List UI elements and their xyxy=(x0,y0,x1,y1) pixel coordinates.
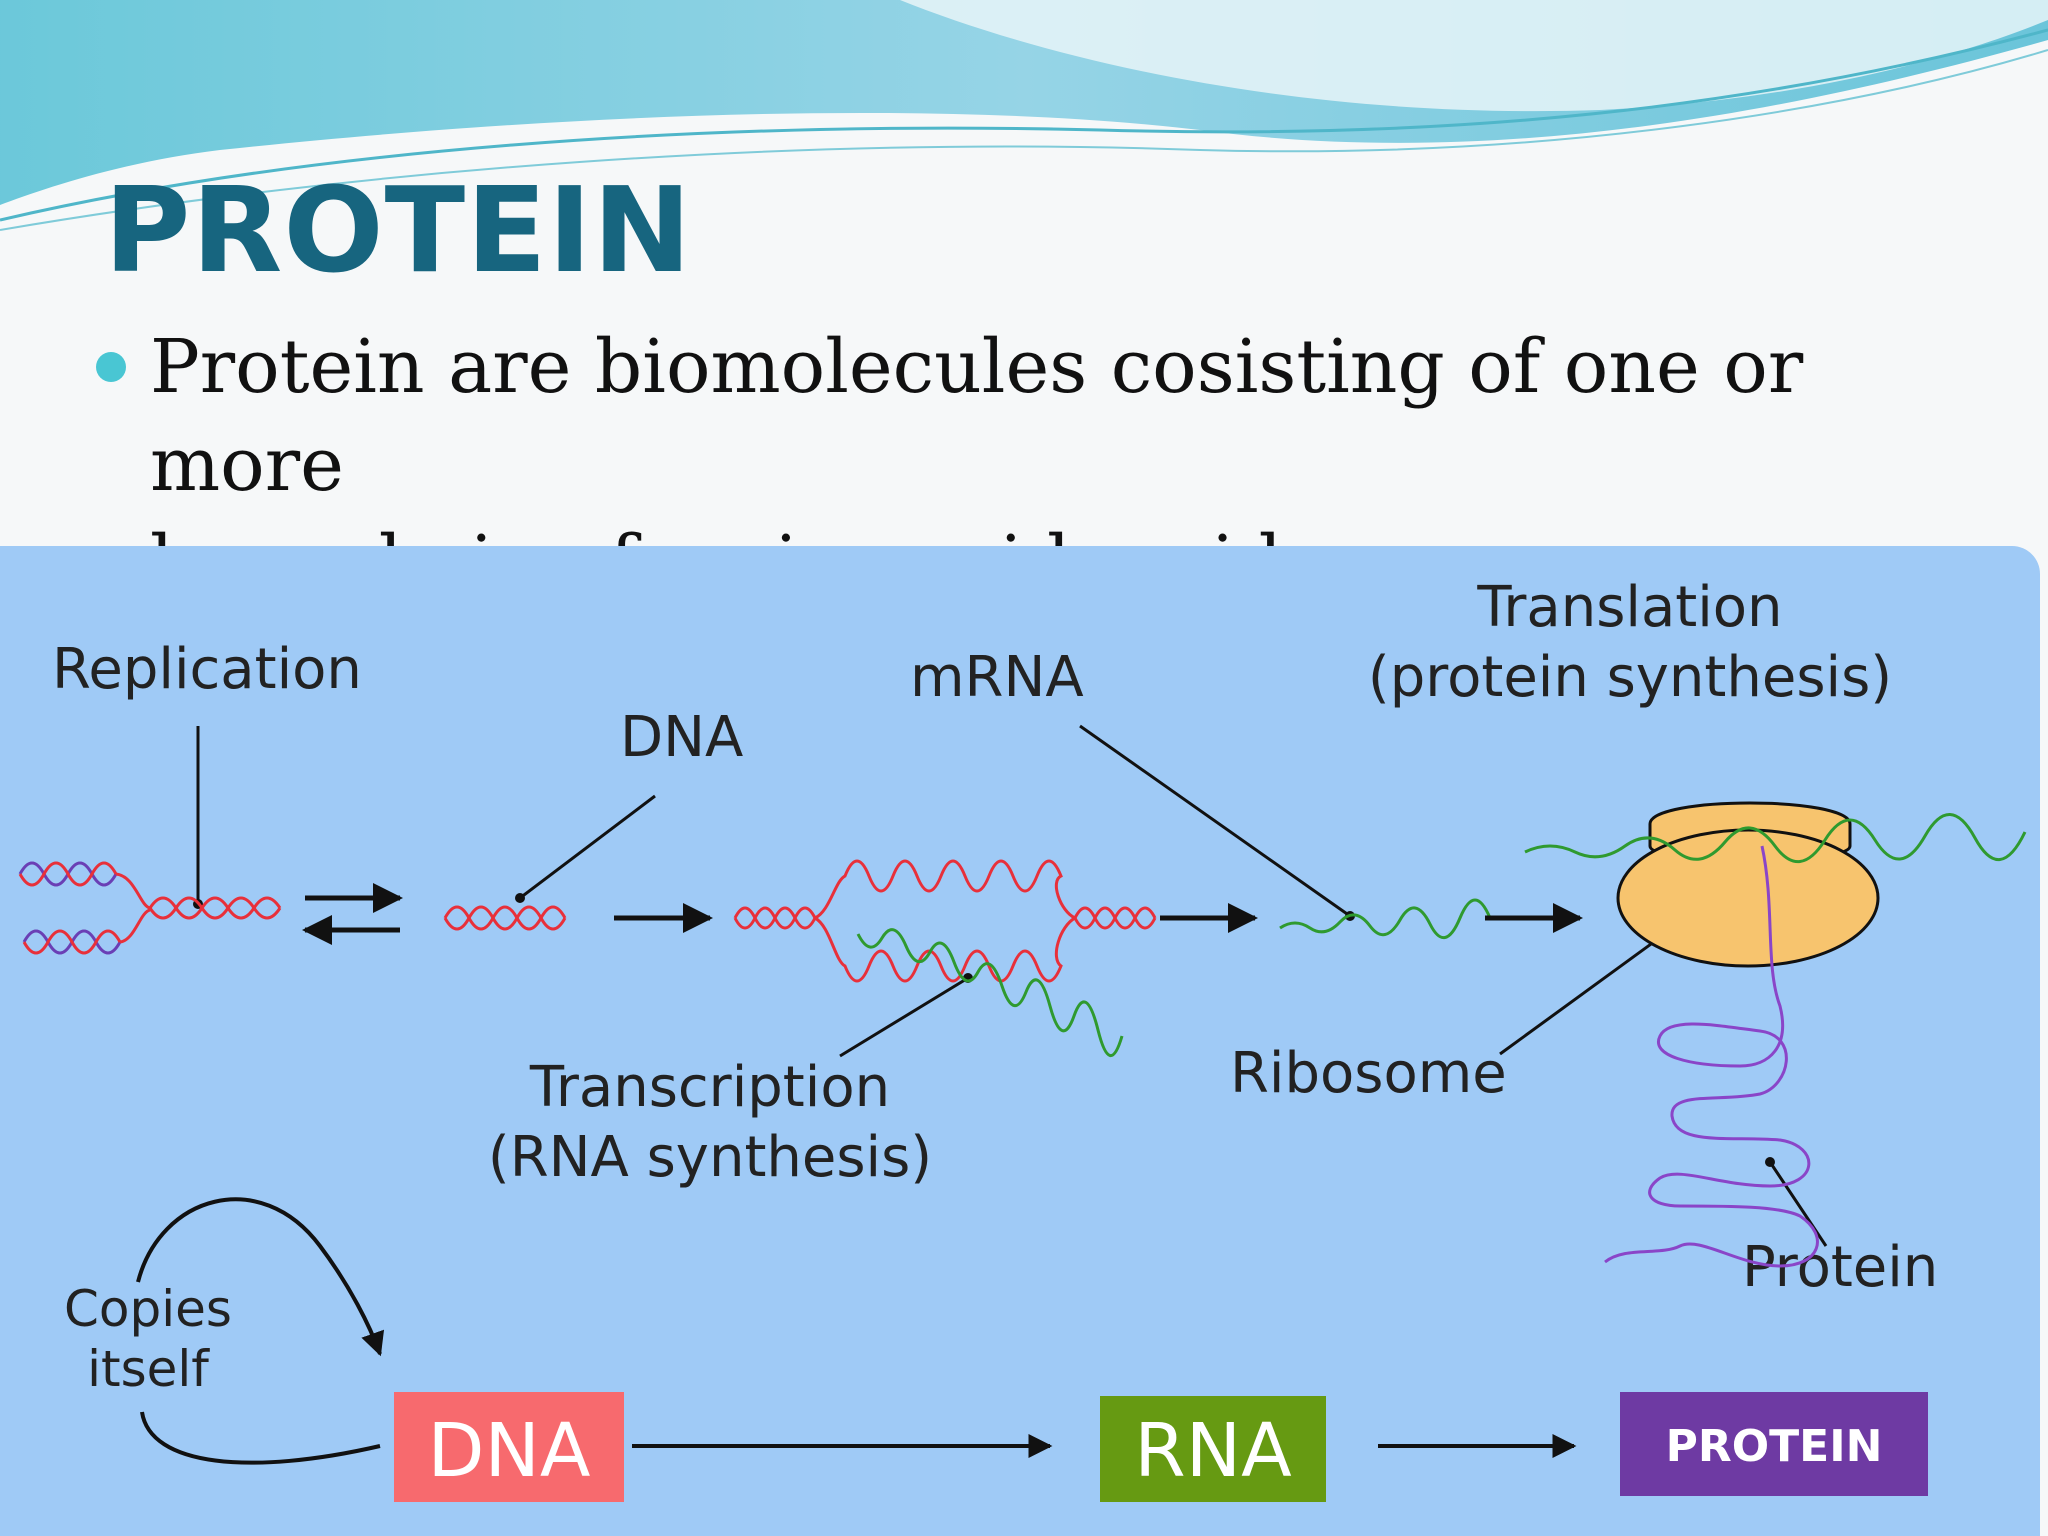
dna-box xyxy=(394,1392,624,1502)
copies-itself-arrow-bottom xyxy=(140,1411,381,1465)
rna-box xyxy=(1100,1396,1326,1502)
replication-dna-helix xyxy=(18,861,282,955)
leader-protein xyxy=(1768,1161,1828,1247)
mrna-strand xyxy=(1279,898,1492,939)
protein-chain xyxy=(1604,845,1819,1268)
label-replication: Replication xyxy=(52,637,362,702)
leader-protein-dot xyxy=(1765,1157,1775,1167)
label-mrna: mRNA xyxy=(910,645,1084,710)
bullet-icon xyxy=(96,352,126,382)
leader-mrna xyxy=(1079,724,1351,918)
label-dna: DNA xyxy=(620,705,743,770)
label-translation: Translation xyxy=(1476,575,1782,640)
diagram-panel: Replication DNA mRNA Translation (protei… xyxy=(0,546,2040,1536)
label-protein-synthesis: (protein synthesis) xyxy=(1368,645,1892,710)
label-copies: Copies xyxy=(64,1280,232,1338)
ribosome xyxy=(1524,801,2027,968)
leader-transcription xyxy=(839,976,969,1058)
label-transcription: Transcription xyxy=(529,1055,890,1120)
dna-box-label: DNA xyxy=(428,1408,591,1494)
label-ribosome: Ribosome xyxy=(1230,1041,1507,1106)
dna-helix xyxy=(443,905,567,931)
slide-title: PROTEIN xyxy=(104,161,693,299)
protein-box-label: PROTEIN xyxy=(1666,1421,1883,1472)
rna-box-label: RNA xyxy=(1134,1408,1292,1494)
header-wave-decoration xyxy=(0,0,2048,231)
central-dogma-diagram: Replication DNA mRNA Translation (protei… xyxy=(18,575,2027,1502)
bullet-line-1: Protein are biomolecules cosisting of on… xyxy=(150,324,1804,508)
protein-box xyxy=(1620,1392,1928,1496)
leader-dna xyxy=(519,794,656,900)
label-itself: itself xyxy=(87,1340,210,1398)
transcription-bubble xyxy=(733,859,1157,1058)
label-rna-synthesis: (RNA synthesis) xyxy=(488,1125,932,1190)
copies-itself-arrow-top xyxy=(136,1197,385,1357)
label-protein: Protein xyxy=(1742,1235,1938,1300)
leader-dna-dot xyxy=(515,893,525,903)
